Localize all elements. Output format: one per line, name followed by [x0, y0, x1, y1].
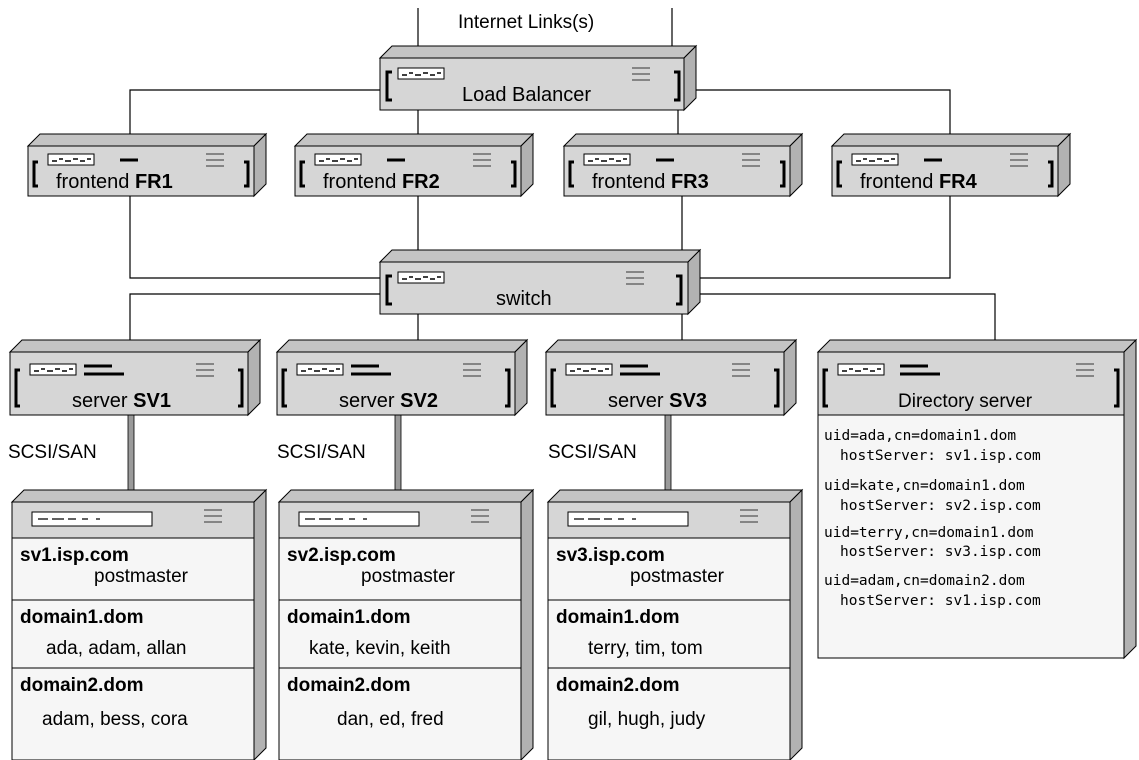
storage-domain2-users: adam, bess, cora [42, 709, 188, 730]
directory-entry-uid: uid=adam,cn=domain2.dom [824, 573, 1025, 589]
frontend-prefix: frontend [592, 171, 665, 193]
storage-row: sv1.isp.com postmaster domain1.dom ada, … [10, 488, 804, 760]
frontend-id: FR3 [671, 171, 709, 193]
storage-domain1: domain1.dom [287, 607, 411, 628]
storage-domain2: domain2.dom [20, 675, 144, 696]
storage-postmaster: postmaster [94, 566, 189, 587]
directory-server-label: Directory server [898, 391, 1033, 412]
storage-unit-sv1: sv1.isp.com postmaster domain1.dom ada, … [10, 488, 268, 760]
storage-domain1-users: kate, kevin, keith [309, 638, 451, 659]
directory-entry-host: hostServer: sv2.isp.com [840, 498, 1041, 514]
storage-domain1-users: terry, tim, tom [588, 638, 703, 659]
connection-lines [129, 8, 996, 352]
server-prefix: server [72, 390, 128, 412]
svg-text:server SV2: server SV2 [339, 390, 438, 412]
server-sv3: server SV3 [544, 338, 798, 417]
directory-entry-uid: uid=kate,cn=domain1.dom [824, 478, 1025, 494]
svg-text:frontend FR2: frontend FR2 [323, 171, 440, 193]
directory-entry-host: hostServer: sv1.isp.com [840, 448, 1041, 464]
frontend-id: FR1 [135, 171, 173, 193]
directory-entry-host: hostServer: sv3.isp.com [840, 544, 1041, 560]
network-switch: switch [378, 248, 702, 316]
directory-entry-host: hostServer: sv1.isp.com [840, 593, 1041, 609]
frontend-fr4: frontend FR4 [830, 132, 1072, 198]
server-id: SV1 [133, 390, 171, 412]
storage-unit-sv3: sv3.isp.com postmaster domain1.dom terry… [546, 488, 804, 760]
svg-text:frontend FR3: frontend FR3 [592, 171, 709, 193]
storage-domain2: domain2.dom [287, 675, 411, 696]
directory-server: Directory server uid=ada,cn=domain1.dom … [816, 338, 1138, 660]
scsi-san-label: SCSI/SAN [8, 442, 97, 463]
server-prefix: server [608, 390, 664, 412]
directory-entry-uid: uid=terry,cn=domain1.dom [824, 525, 1034, 541]
switch-label: switch [496, 288, 552, 310]
load-balancer-label: Load Balancer [462, 84, 591, 106]
storage-domain1-users: ada, adam, allan [46, 638, 187, 659]
storage-postmaster: postmaster [361, 566, 456, 587]
server-sv2: server SV2 [275, 338, 529, 417]
server-prefix: server [339, 390, 395, 412]
frontend-id: FR2 [402, 171, 440, 193]
storage-domain2-users: gil, hugh, judy [588, 709, 706, 730]
frontend-id: FR4 [939, 171, 978, 193]
storage-domain1: domain1.dom [20, 607, 144, 628]
frontend-prefix: frontend [323, 171, 396, 193]
server-row: server SV1 server SV2 server SV3 [8, 338, 798, 417]
svg-text:frontend FR1: frontend FR1 [56, 171, 173, 193]
storage-postmaster: postmaster [630, 566, 725, 587]
scsi-san-label: SCSI/SAN [277, 442, 366, 463]
internet-links-label: Internet Links(s) [458, 12, 594, 33]
storage-host: sv1.isp.com [20, 545, 129, 566]
frontend-row: frontend FR1 frontend FR2 frontend FR3 [26, 132, 1072, 198]
svg-text:server SV3: server SV3 [608, 390, 707, 412]
server-sv1: server SV1 [8, 338, 262, 417]
scsi-san-label: SCSI/SAN [548, 442, 637, 463]
frontend-fr2: frontend FR2 [293, 132, 535, 198]
load-balancer: Load Balancer [378, 44, 698, 112]
directory-entry-uid: uid=ada,cn=domain1.dom [824, 428, 1016, 444]
frontend-fr3: frontend FR3 [562, 132, 804, 198]
svg-text:server SV1: server SV1 [72, 390, 171, 412]
storage-domain1: domain1.dom [556, 607, 680, 628]
storage-host: sv2.isp.com [287, 545, 396, 566]
storage-host: sv3.isp.com [556, 545, 665, 566]
server-id: SV3 [669, 390, 707, 412]
svg-text:frontend FR4: frontend FR4 [860, 171, 978, 193]
frontend-prefix: frontend [56, 171, 129, 193]
storage-domain2: domain2.dom [556, 675, 680, 696]
server-id: SV2 [400, 390, 438, 412]
frontend-fr1: frontend FR1 [26, 132, 268, 198]
storage-unit-sv2: sv2.isp.com postmaster domain1.dom kate,… [277, 488, 535, 760]
frontend-prefix: frontend [860, 171, 933, 193]
storage-domain2-users: dan, ed, fred [337, 709, 444, 730]
